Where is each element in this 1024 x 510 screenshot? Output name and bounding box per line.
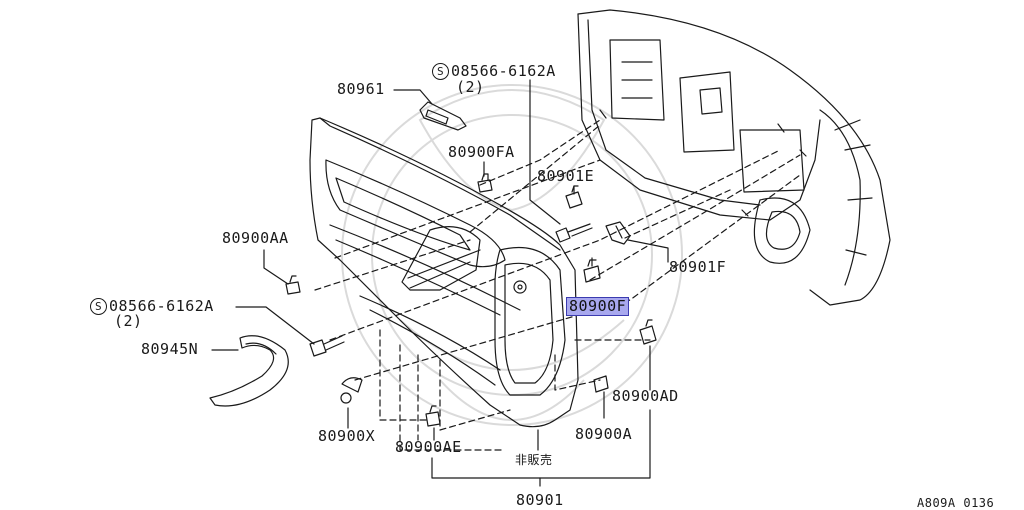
figure-code: A809A 0136	[917, 496, 995, 510]
label-not-sold-separately: 非販売	[515, 453, 553, 467]
label-part-80900f-highlighted[interactable]: 80900F	[566, 297, 630, 316]
label-part-80900x[interactable]: 80900X	[318, 427, 376, 445]
part-80900f-clip	[583, 259, 601, 283]
label-part-80901f[interactable]: 80901F	[669, 258, 727, 276]
door-trim-panel	[309, 117, 579, 428]
part-screw-upper	[555, 223, 593, 243]
part-number-text: 08566-6162A	[451, 62, 556, 80]
s-symbol-icon: S	[90, 298, 107, 315]
part-80901f-bracket	[605, 221, 631, 245]
label-part-80900ad[interactable]: 80900AD	[612, 387, 679, 405]
part-number-text: 08566-6162A	[109, 297, 214, 315]
label-part-80945n[interactable]: 80945N	[141, 340, 199, 358]
label-part-80900fa[interactable]: 80900FA	[448, 143, 515, 161]
label-quantity-top: (2)	[456, 78, 485, 96]
watermark-emblem	[341, 84, 683, 426]
label-part-80900a[interactable]: 80900A	[575, 425, 633, 443]
part-80900x-clip	[340, 377, 363, 404]
part-80961-switch-bezel	[419, 101, 467, 131]
part-80900a-clip	[593, 375, 609, 393]
part-80900ad-clip	[639, 319, 657, 345]
part-80900aa-clip	[285, 275, 301, 295]
door-inner-panel	[577, 9, 891, 306]
part-80945n-pull-handle	[209, 335, 289, 407]
part-screw-lower	[309, 335, 345, 357]
part-80900fa-clip	[477, 173, 493, 193]
assembly-guide-lines	[314, 119, 801, 451]
leader-lines	[211, 79, 669, 487]
part-80900ae-clip	[425, 405, 441, 427]
label-part-80961[interactable]: 80961	[337, 80, 385, 98]
label-quantity-left: (2)	[114, 312, 143, 330]
s-symbol-icon: S	[432, 63, 449, 80]
label-part-80900aa[interactable]: 80900AA	[222, 229, 289, 247]
label-part-80901[interactable]: 80901	[516, 491, 564, 509]
label-part-80900ae[interactable]: 80900AE	[395, 438, 462, 456]
label-part-80901e[interactable]: 80901E	[537, 167, 595, 185]
